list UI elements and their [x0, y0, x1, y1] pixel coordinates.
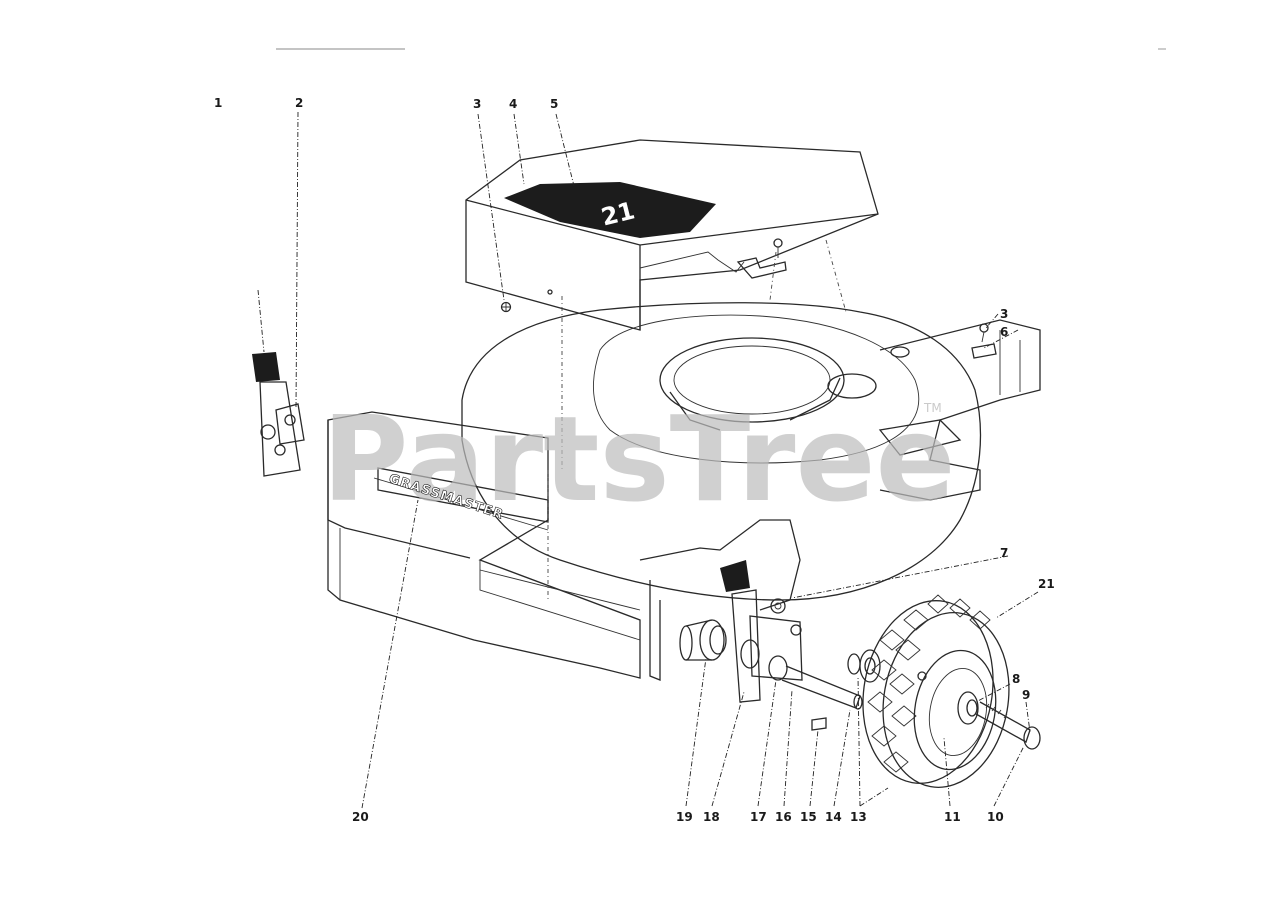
callout-13: 13 [850, 810, 867, 824]
screw-rear-icon [971, 323, 997, 359]
callout-20: 20 [352, 810, 369, 824]
screw-icon [500, 301, 512, 313]
height-adjuster-left [252, 352, 305, 477]
height-adjuster-right [720, 560, 803, 703]
callout-3: 3 [473, 97, 481, 111]
callout-1: 1 [214, 96, 222, 110]
watermark-text: PartsTree [322, 390, 956, 528]
mower-deck [327, 257, 1041, 681]
wheel [862, 594, 1041, 788]
cover-decal [504, 182, 716, 238]
callout-19: 19 [676, 810, 693, 824]
callout-2: 2 [295, 96, 303, 110]
callout-10: 10 [987, 810, 1004, 824]
rear-cover: 21 [465, 139, 879, 331]
callout-9: 9 [1022, 688, 1030, 702]
callout-3-rear: 3 [1000, 307, 1008, 321]
axle-assembly [679, 598, 881, 731]
callout-15: 15 [800, 810, 817, 824]
callout-7: 7 [1000, 546, 1008, 560]
callout-8: 8 [1012, 672, 1020, 686]
bolt-icon [773, 238, 783, 258]
leader-lines [257, 111, 1039, 809]
callout-5: 5 [550, 97, 558, 111]
callout-14: 14 [825, 810, 842, 824]
callout-16: 16 [775, 810, 792, 824]
callout-6: 6 [1000, 325, 1008, 339]
callout-4: 4 [509, 97, 517, 111]
callouts: 1 2 3 4 5 3 6 7 21 8 9 20 19 18 17 16 15… [214, 96, 1055, 824]
callout-17: 17 [750, 810, 767, 824]
callout-18: 18 [703, 810, 720, 824]
callout-21: 21 [1038, 577, 1055, 591]
watermark-trademark: TM [923, 401, 942, 415]
callout-11: 11 [944, 810, 961, 824]
